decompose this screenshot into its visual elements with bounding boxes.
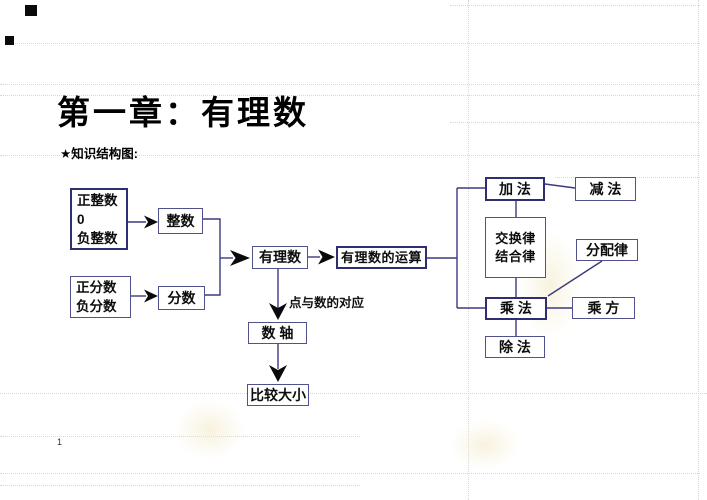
dotted-line: [12, 43, 700, 44]
node-division: 除 法: [485, 336, 545, 358]
dotted-line: [0, 485, 360, 486]
dotted-line: [0, 84, 700, 85]
arrowhead-right: [230, 250, 250, 266]
scan-smudge: [175, 400, 245, 460]
dotted-line: [468, 0, 469, 500]
artifact-square: [25, 5, 37, 16]
node-integer-types: 正整数 0 负整数: [70, 188, 128, 250]
node-commutative-associative-laws: 交换律 结合律: [485, 217, 546, 278]
dotted-line: [450, 5, 700, 6]
node-distributive-law: 分配律: [576, 239, 638, 261]
dotted-line: [698, 0, 699, 500]
node-fractions: 分数: [158, 286, 205, 310]
dotted-line: [0, 473, 700, 474]
artifact-square: [5, 36, 14, 45]
node-rational-operations: 有理数的运算: [336, 246, 427, 269]
section-label: ★知识结构图:: [60, 147, 138, 161]
arrowhead-right: [144, 215, 158, 229]
node-power: 乘 方: [572, 297, 635, 319]
edge-label-point-number-correspondence: 点与数的对应: [289, 296, 365, 310]
node-integers: 整数: [158, 208, 203, 234]
node-compare-size: 比较大小: [247, 384, 309, 406]
node-fraction-types: 正分数 负分数: [70, 276, 131, 318]
scan-smudge: [450, 420, 520, 470]
dotted-line: [0, 155, 700, 156]
node-multiplication: 乘 法: [485, 297, 547, 320]
arrowhead-right: [144, 289, 158, 303]
page-number: 1: [57, 437, 63, 447]
page-title: 第一章：有理数: [57, 94, 309, 131]
node-subtraction: 减 法: [575, 177, 636, 201]
dotted-line: [0, 393, 707, 394]
node-rational-numbers: 有理数: [252, 246, 308, 269]
node-number-line: 数 轴: [248, 322, 307, 344]
node-addition: 加 法: [485, 177, 545, 201]
arrowhead-down: [269, 303, 287, 320]
arrowhead-down: [269, 365, 287, 382]
dotted-line: [450, 122, 700, 123]
arrowhead-right: [318, 249, 335, 265]
dotted-line: [0, 95, 700, 96]
